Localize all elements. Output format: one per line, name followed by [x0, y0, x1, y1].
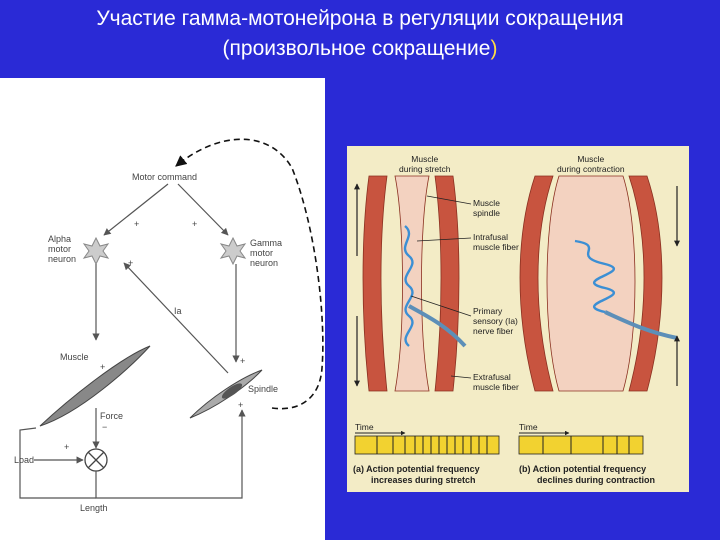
- left-sensory-coil: [403, 225, 414, 347]
- title-line-2-text: (произвольное сокращение: [222, 37, 491, 60]
- alpha-neuron-label: Alpha motor neuron: [48, 234, 76, 264]
- primary-line-3: nerve fiber: [473, 326, 514, 336]
- caption-a-line-2: increases during stretch: [371, 475, 476, 485]
- muscle-spindle-line-1: Muscle: [473, 198, 500, 208]
- command-to-alpha-line: [103, 183, 169, 236]
- plus-sign: +: [64, 442, 70, 452]
- caption-b-line-2: declines during contraction: [537, 475, 656, 485]
- gamma-line-1: Gamma: [250, 238, 283, 248]
- primary-line-1: Primary: [473, 306, 503, 316]
- comparator-x: [87, 451, 105, 469]
- length-line: [95, 409, 246, 499]
- plus-sign: +: [192, 219, 198, 229]
- muscle-contraction-line-1: Muscle: [577, 154, 605, 164]
- plus-sign: +: [238, 400, 244, 410]
- spindle-figure-panel: Muscle during stretch Muscle during cont…: [347, 146, 689, 492]
- left-extrafusal-outer-right: [434, 175, 460, 392]
- muscle-stretch-line-1: Muscle: [411, 154, 439, 164]
- gamma-line-3: neuron: [250, 258, 279, 268]
- control-diagram-svg: [19, 138, 324, 499]
- gamma-neuron-shape: [219, 236, 247, 266]
- leader-primary: [410, 295, 472, 317]
- ia-afferent-line: [123, 262, 229, 374]
- right-extrafusal-outer-left: [519, 175, 554, 392]
- alpha-line-1: Alpha: [48, 234, 72, 244]
- ia-label: Ia: [174, 306, 182, 316]
- muscle-spindle-label: Muscle spindle: [473, 198, 500, 218]
- command-to-gamma-line: [177, 183, 229, 236]
- leader-extrafusal: [450, 375, 472, 379]
- extrafusal-line-2: muscle fiber: [473, 382, 519, 392]
- alpha-line-2: motor: [48, 244, 72, 254]
- title-paren: ): [490, 37, 498, 60]
- time-label-left: Time: [355, 422, 374, 432]
- plus-sign: +: [240, 356, 246, 366]
- leader-spindle: [426, 195, 472, 205]
- intrafusal-label: Intrafusal muscle fiber: [473, 232, 519, 252]
- gamma-line-2: motor: [250, 248, 274, 258]
- muscle-stretch-label: Muscle during stretch: [399, 154, 451, 174]
- spindle-label: Spindle: [248, 384, 279, 394]
- caption-b: (b) Action potential frequency declines …: [519, 464, 655, 486]
- length-label: Length: [80, 503, 108, 513]
- left-nerve-fiber: [408, 304, 467, 348]
- minus-sign: −: [102, 422, 108, 432]
- intrafusal-line-1: Intrafusal: [473, 232, 508, 242]
- muscle-contraction-label: Muscle during contraction: [557, 154, 625, 174]
- title-line-1: Участие гамма-мотонейрона в регуляции со…: [96, 7, 624, 30]
- dashed-feedback-loop: [175, 138, 324, 410]
- spike-ticks-right: [542, 436, 630, 454]
- right-nerve-fiber: [604, 310, 678, 340]
- muscle-stretch-line-2: during stretch: [399, 164, 451, 174]
- spike-bar-right: [518, 435, 644, 455]
- right-sensory-coil: [574, 239, 615, 314]
- right-extrafusal-outer-right: [628, 175, 663, 392]
- muscle-spindle-line-2: spindle: [473, 208, 500, 218]
- alpha-neuron-shape: [82, 236, 110, 266]
- motor-command-label: Motor command: [132, 172, 198, 182]
- primary-sensory-label: Primary sensory (Ia) nerve fiber: [473, 306, 518, 336]
- alpha-line-3: neuron: [48, 254, 77, 264]
- caption-b-line-1: (b) Action potential frequency: [519, 464, 647, 474]
- muscle-label: Muscle: [60, 352, 89, 362]
- gamma-neuron-label: Gamma motor neuron: [250, 238, 282, 268]
- plus-sign: +: [100, 362, 106, 372]
- right-spindle-capsule: [546, 175, 636, 392]
- left-spindle-capsule: [394, 175, 430, 392]
- extrafusal-line-1: Extrafusal: [473, 372, 511, 382]
- load-label: Load: [14, 455, 35, 465]
- spindle-figure-svg: [354, 175, 680, 455]
- leader-intrafusal: [416, 237, 472, 242]
- length-to-muscle-line: [19, 427, 96, 499]
- caption-a-line-1: (a) Action potential frequency: [353, 464, 480, 474]
- plus-sign: +: [128, 258, 134, 268]
- spindle-core: [221, 383, 243, 399]
- spike-ticks-left: [376, 436, 488, 454]
- muscle-shape: [39, 345, 151, 427]
- plus-sign: +: [134, 219, 140, 229]
- title-line-2: (произвольное сокращение): [0, 34, 720, 64]
- intrafusal-line-2: muscle fiber: [473, 242, 519, 252]
- time-label-right: Time: [519, 422, 538, 432]
- slide-title: Участие гамма-мотонейрона в регуляции со…: [0, 4, 720, 64]
- muscle-contraction-line-2: during contraction: [557, 164, 625, 174]
- left-extrafusal-outer-left: [362, 175, 388, 392]
- primary-line-2: sensory (Ia): [473, 316, 518, 326]
- control-diagram-panel: Motor command Alpha motor neuron Gamma m…: [0, 78, 325, 540]
- extrafusal-label: Extrafusal muscle fiber: [473, 372, 519, 392]
- caption-a: (a) Action potential frequency increases…: [353, 464, 480, 486]
- force-label: Force: [100, 411, 124, 421]
